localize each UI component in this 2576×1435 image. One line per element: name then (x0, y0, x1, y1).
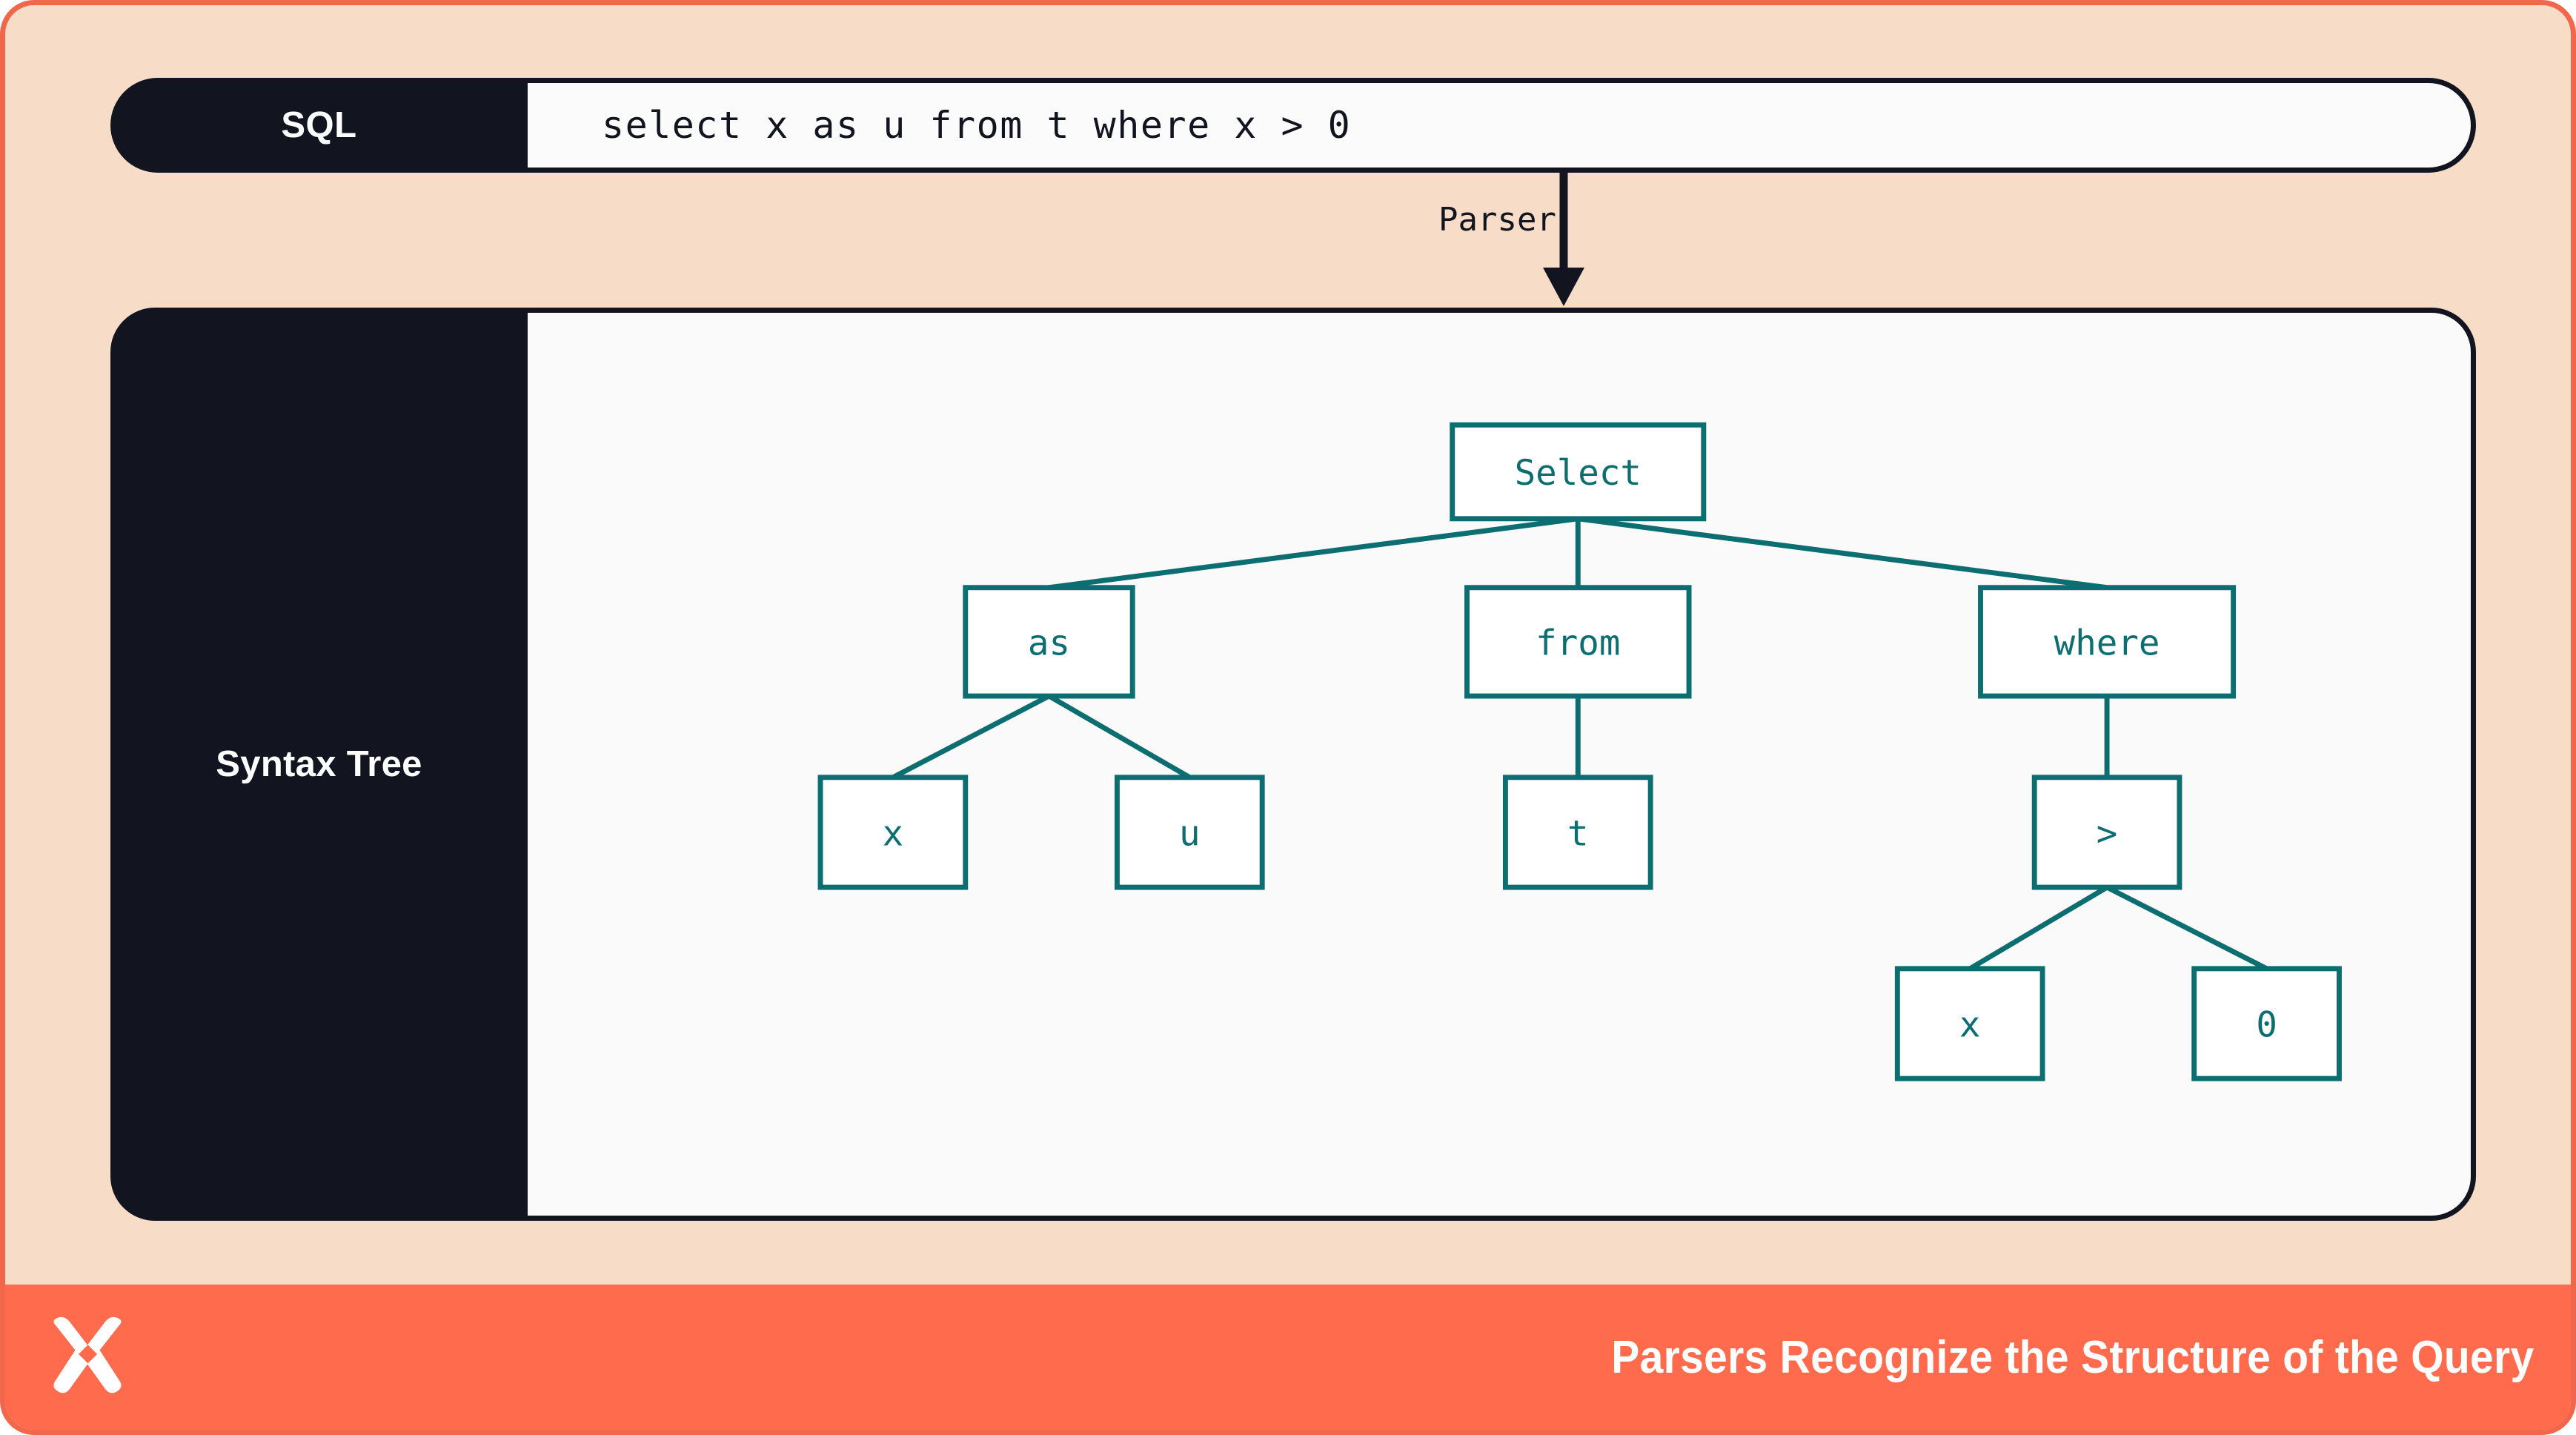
sql-row: SQL select x as u from t where x > 0 (110, 78, 2476, 173)
tree-node-label: x (1959, 1004, 1981, 1045)
parser-transform: Parser (1298, 173, 1610, 306)
tree-node[interactable]: Select (1450, 422, 1707, 522)
tree-edge (1577, 516, 2108, 591)
tree-edge (2105, 885, 2268, 971)
tree-node-box (1114, 775, 1265, 890)
tree-edge (1047, 694, 1192, 780)
tree-node-label: > (2097, 813, 2118, 854)
four-point-star-logo (53, 1316, 122, 1393)
tree-node-label: from (1536, 623, 1620, 663)
footer-title: Parsers Recognize the Structure of the Q… (1610, 1331, 2534, 1383)
tree-edge (892, 693, 1051, 780)
footer-bar: Parsers Recognize the Structure of the Q… (5, 1285, 2571, 1430)
tree-edge (1968, 885, 2108, 971)
tree-node-label: as (1028, 623, 1070, 663)
sql-label: SQL (110, 78, 528, 173)
tree-node-label: Select (1515, 453, 1641, 494)
syntax-tree-panel: Syntax Tree Select as from where x u t > x 0 (110, 308, 2476, 1221)
tree-node-box (817, 775, 969, 890)
tree-node-label: 0 (2256, 1004, 2277, 1045)
tree-node-box (2191, 966, 2342, 1081)
tree-node-label: u (1179, 813, 1201, 854)
tree-node[interactable]: x (1894, 966, 2045, 1081)
tree-node-box (1502, 775, 1653, 890)
syntax-tree-label: Syntax Tree (110, 308, 528, 1221)
tree-node[interactable]: where (1978, 585, 2237, 699)
tree-node-box (1450, 422, 1707, 522)
tree-node-box (2031, 775, 2182, 890)
tree-node[interactable]: 0 (2191, 966, 2342, 1081)
tree-node[interactable]: x (817, 775, 969, 890)
tree-node[interactable]: u (1114, 775, 1265, 890)
tree-node[interactable]: > (2031, 775, 2182, 890)
tree-node-box (963, 585, 1135, 699)
tree-node[interactable]: as (963, 585, 1135, 699)
tree-node-label: x (883, 813, 904, 854)
parser-label: Parser (1438, 201, 1556, 239)
tree-node-box (1464, 585, 1692, 699)
tree-node[interactable]: from (1464, 585, 1692, 699)
tree-node-label: where (2054, 623, 2160, 663)
sql-query-text[interactable]: select x as u from t where x > 0 (528, 78, 2476, 173)
tree-node-box (1894, 966, 2045, 1081)
syntax-tree-graph: Select as from where x u t > x 0 (817, 422, 2342, 1081)
tree-node-label: t (1567, 813, 1589, 854)
tree-edge (1049, 516, 1579, 591)
arrow-down-icon (1543, 173, 1584, 306)
tree-node-box (1978, 585, 2237, 699)
syntax-tree-canvas: Select as from where x u t > x 0 (528, 308, 2476, 1221)
tree-node[interactable]: t (1502, 775, 1653, 890)
